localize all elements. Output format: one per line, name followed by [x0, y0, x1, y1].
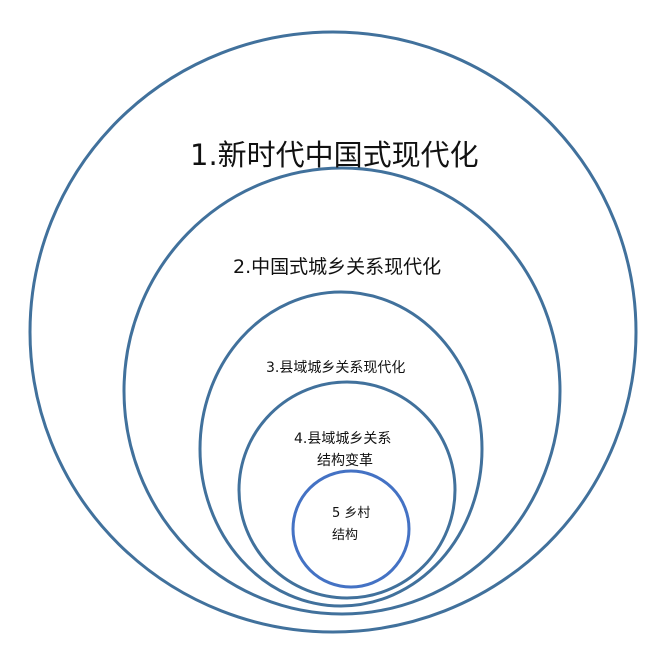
level-1-label: 1.新时代中国式现代化: [190, 138, 479, 172]
circle-level-5: [291, 469, 411, 589]
level-3-label: 3.县域城乡关系现代化: [266, 360, 406, 376]
level-4-label-line2: 结构变革: [317, 453, 373, 469]
circle-level-3: [198, 290, 484, 608]
circle-level-4: [237, 380, 457, 600]
circle-level-1: [28, 30, 638, 634]
level-2-label: 2.中国式城乡关系现代化: [233, 256, 442, 278]
level-4-label-line1: 4.县域城乡关系: [294, 431, 392, 447]
level-5-label-line1: 5 乡村: [332, 506, 371, 521]
level-5-label-line2: 结构: [332, 528, 359, 543]
circle-level-2: [122, 166, 562, 616]
